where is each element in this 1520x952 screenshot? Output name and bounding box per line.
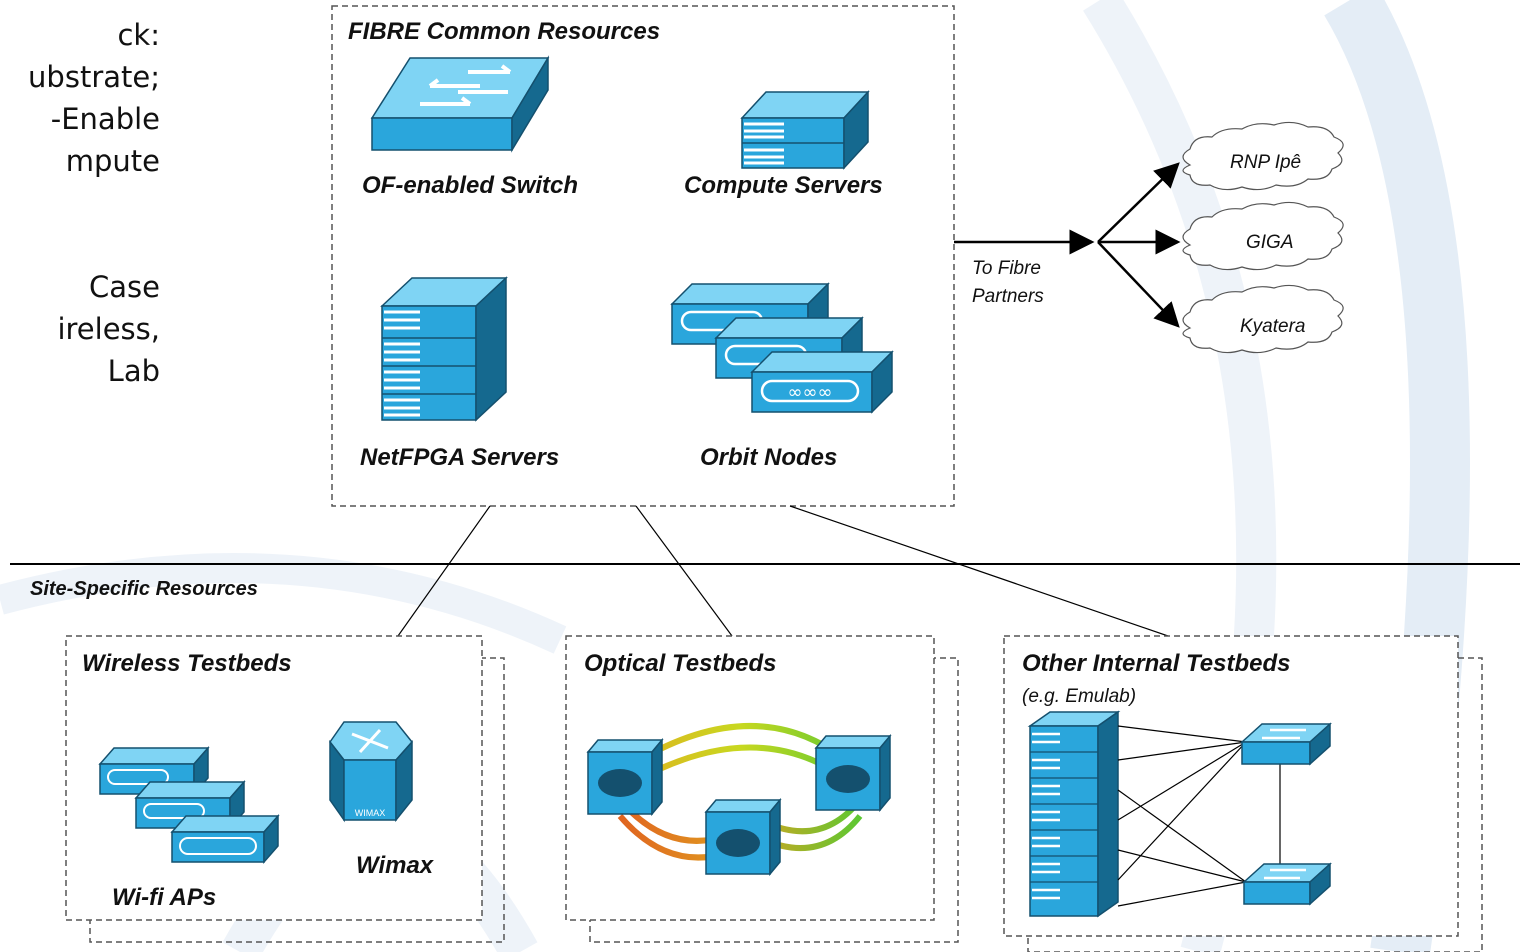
of-switch-icon (370, 55, 550, 153)
netfpga-server-icon (380, 276, 508, 422)
emulab-links (1117, 725, 1281, 907)
of-switch-label: OF-enabled Switch (362, 172, 579, 199)
compute-servers-icon (740, 90, 870, 170)
common-resources-title: FIBRE Common Resources (348, 18, 661, 45)
orbit-nodes-icon: ∞∞∞ (670, 282, 894, 414)
left-text-line: mpute (65, 144, 160, 178)
left-slide-text: ck: ubstrate; -Enable mpute Case ireless… (0, 14, 160, 392)
partner-links (954, 162, 1181, 328)
wimax-icon: WIMAX (329, 721, 413, 823)
left-text-line: ireless, (57, 312, 160, 346)
cloud-label-kyatera: Kyatera (1240, 316, 1306, 337)
partner-clouds (1182, 121, 1344, 354)
left-text-line: ck: (117, 18, 160, 52)
left-text-line: -Enable (50, 102, 160, 136)
cloud-label-rnp: RNP Ipê (1230, 152, 1302, 173)
wireless-testbeds-title: Wireless Testbeds (82, 650, 292, 677)
svg-text:∞∞∞: ∞∞∞ (788, 382, 833, 403)
site-specific-title: Site-Specific Resources (30, 578, 258, 600)
optical-switch-icon (586, 733, 892, 877)
emulab-subtitle: (e.g. Emulab) (1022, 686, 1137, 707)
compute-servers-label: Compute Servers (684, 172, 883, 199)
partners-label: Partners (972, 286, 1044, 307)
emulab-server-icon (1027, 710, 1121, 918)
wimax-badge: WIMAX (355, 808, 386, 818)
wimax-label: Wimax (356, 852, 434, 879)
common-resources-box (331, 5, 955, 507)
wifi-aps-icon (98, 746, 280, 864)
orbit-nodes-label: Orbit Nodes (700, 444, 838, 471)
left-text-line: Lab (107, 354, 160, 388)
left-text-line: Case (89, 270, 160, 304)
to-fibre-label: To Fibre (972, 258, 1041, 279)
emulab-switch-icon (1240, 722, 1332, 906)
testbed-connectors (397, 505, 1169, 637)
wifi-aps-label: Wi-fi APs (112, 884, 217, 911)
other-testbeds-title: Other Internal Testbeds (1022, 650, 1291, 677)
optical-testbeds-title: Optical Testbeds (584, 650, 777, 677)
netfpga-servers-label: NetFPGA Servers (360, 444, 560, 471)
cloud-label-giga: GIGA (1246, 232, 1294, 253)
left-text-line: ubstrate; (28, 60, 160, 94)
